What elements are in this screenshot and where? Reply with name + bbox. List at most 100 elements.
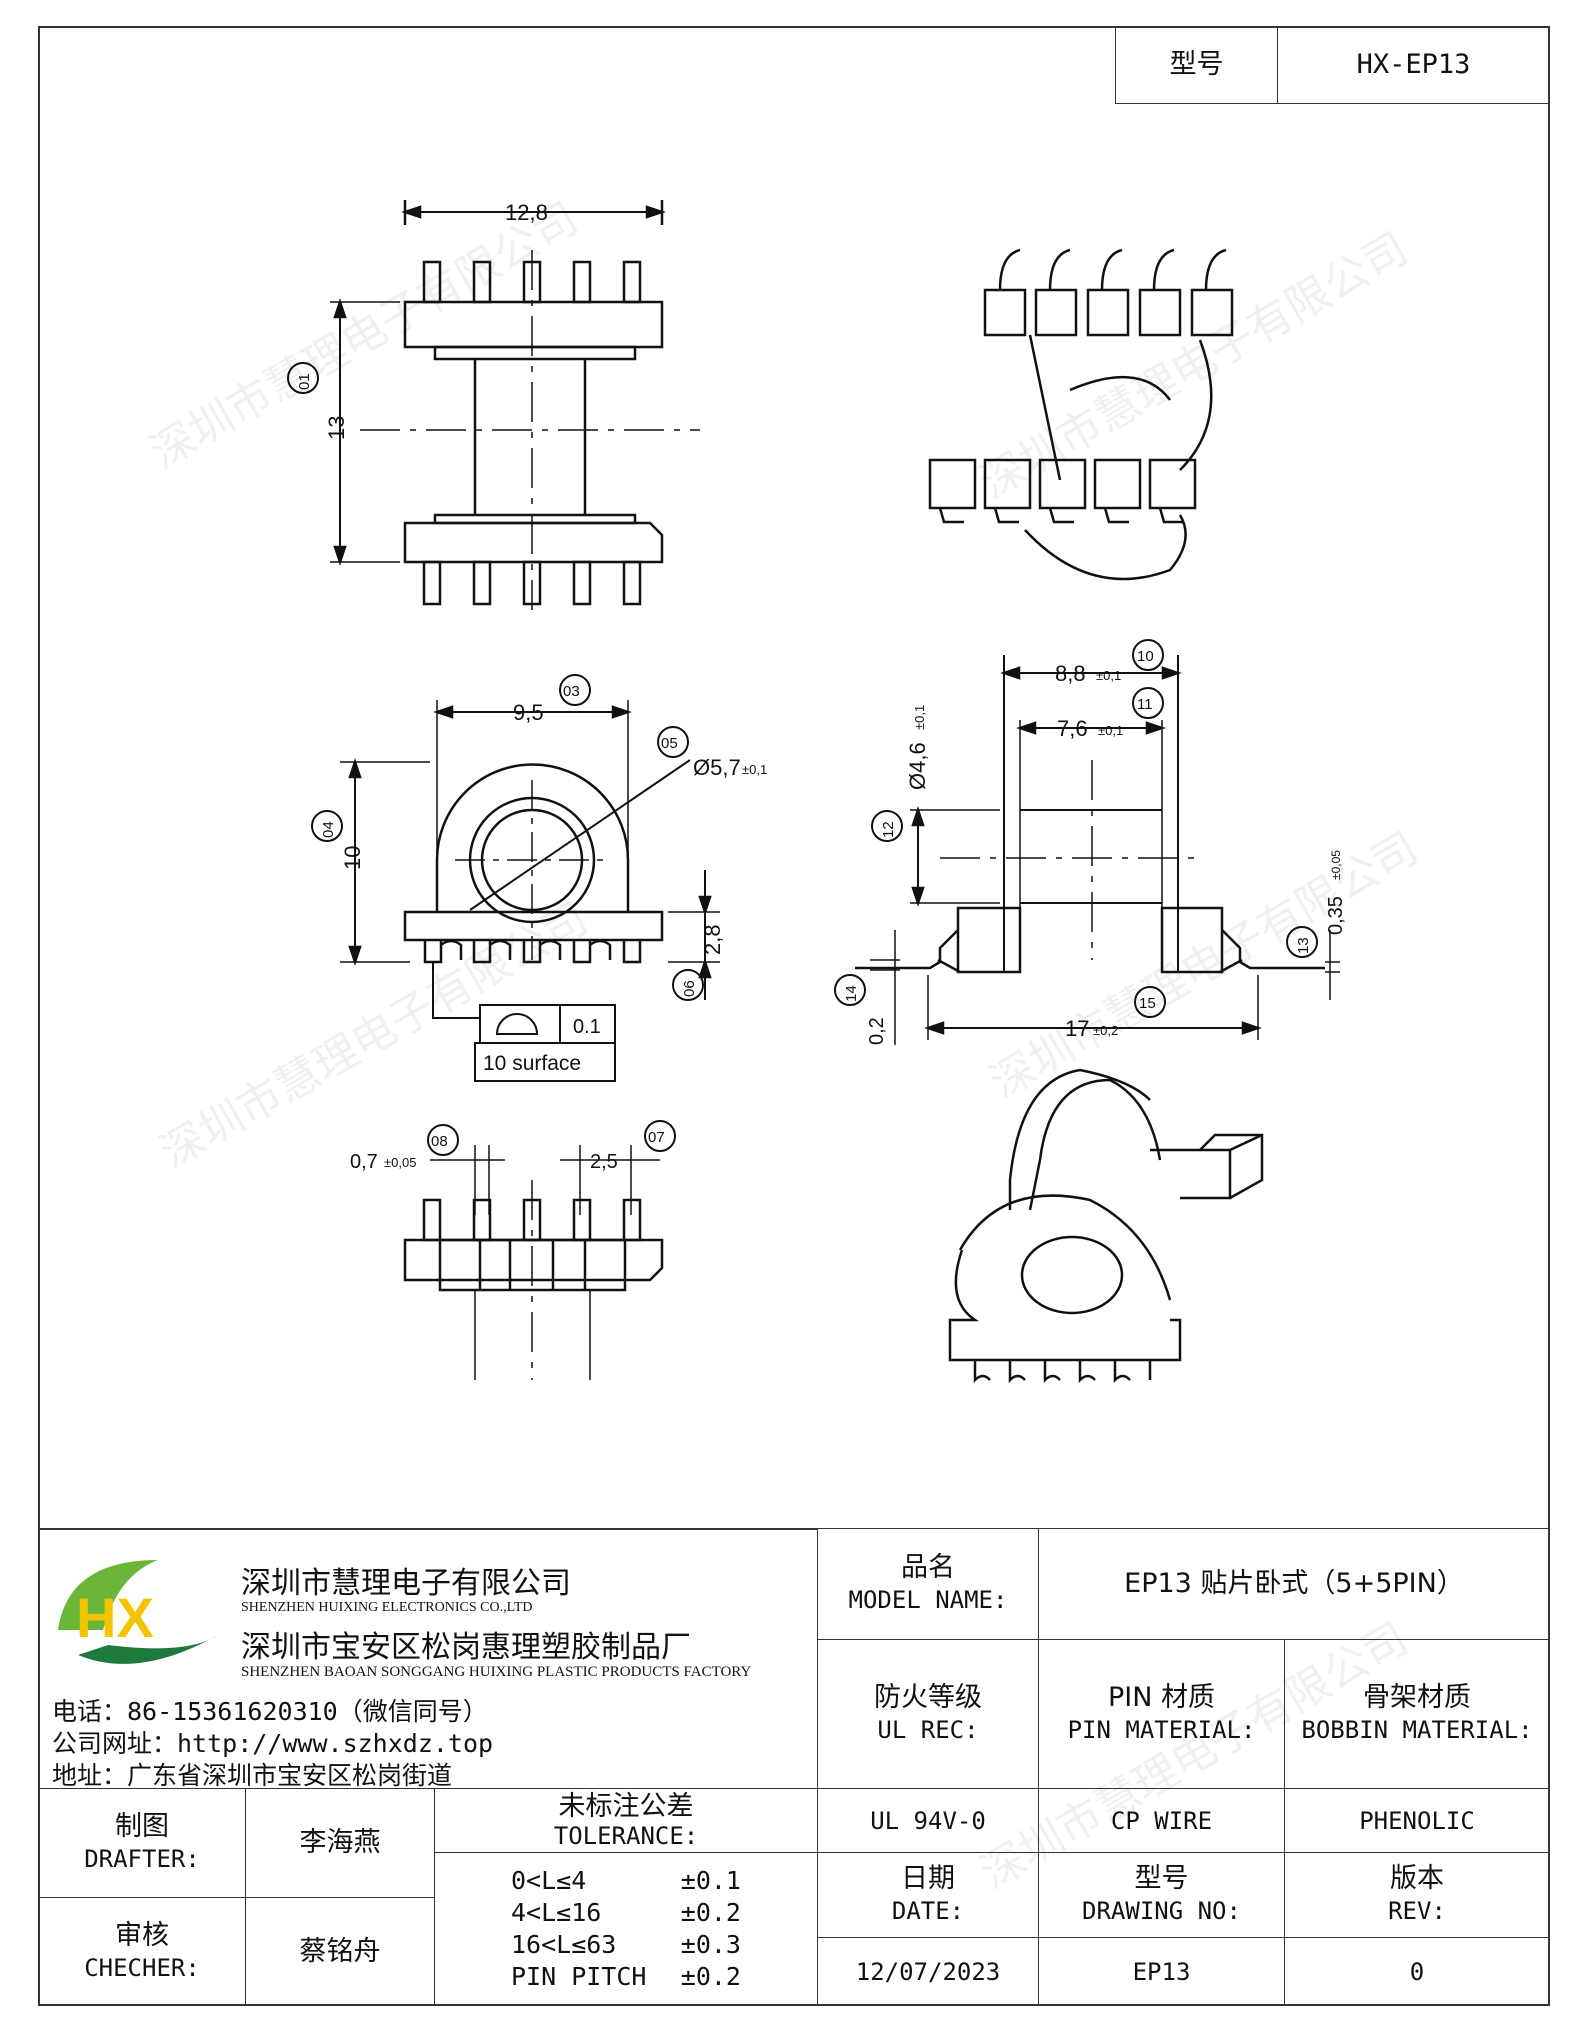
header-model-value-text: HX-EP13	[1356, 49, 1471, 80]
balloon-11: 11	[1137, 696, 1153, 713]
company-logo: HX	[58, 1560, 218, 1664]
checker-label-cn: 审核	[115, 1919, 169, 1951]
pin-material-value: CP WIRE	[1038, 1788, 1285, 1853]
tolerance-value: ±0.2	[680, 1962, 741, 1991]
dim-d4-6: Ø4,6	[905, 742, 930, 790]
flatness-surface: 10 surface	[483, 1052, 581, 1075]
model-name-value-text: EP13 贴片卧式（5+5PIN）	[1124, 1568, 1464, 1599]
company-name-en: SHENZHEN HUIXING ELECTRONICS CO.,LTD	[241, 1600, 533, 1615]
drawing-no-label-cn: 型号	[1134, 1863, 1189, 1894]
tolerance-label: 未标注公差 TOLERANCE:	[434, 1788, 818, 1853]
company-phone: 电话：86-15361620310（微信同号）	[52, 1697, 488, 1726]
tolerance-value: ±0.1	[680, 1866, 741, 1895]
model-name-label-en: MODEL NAME:	[848, 1586, 1008, 1614]
tolerance-range: 0<L≤4	[511, 1866, 587, 1895]
dim-17-tol: ±0,2	[1093, 1023, 1118, 1038]
date-label-en: DATE:	[891, 1897, 965, 1925]
header-model-label-text: 型号	[1169, 49, 1224, 80]
logo-text: HX	[76, 1586, 154, 1649]
pin-material-value-text: CP WIRE	[1110, 1806, 1213, 1835]
balloon-03: 03	[563, 683, 580, 700]
tolerance-range: 4<L≤16	[511, 1898, 602, 1927]
dim-d5-7-tol: ±0,1	[742, 762, 767, 777]
model-name-value: EP13 贴片卧式（5+5PIN）	[1038, 1528, 1550, 1640]
tolerance-line: PIN PITCH ±0.2	[511, 1961, 741, 1993]
tolerance-value: ±0.2	[680, 1898, 741, 1927]
dim-2-5: 2,5	[590, 1151, 618, 1173]
ul-label-en: UL REC:	[877, 1716, 979, 1744]
date-label: 日期 DATE:	[817, 1852, 1039, 1938]
side-view: 9,5 03 Ø5,7 ±0,1 05 10 04 2,8 06 0.1 10 …	[311, 674, 767, 1082]
ul-label: 防火等级 UL REC:	[817, 1639, 1039, 1789]
technical-drawing: 12,8 13 01 9,5 03	[287, 200, 1347, 1384]
drafter-value-text: 李海燕	[299, 1827, 381, 1858]
checker-label-en: CHECHER:	[84, 1953, 200, 1982]
dim-17: 17	[1065, 1016, 1089, 1041]
dim-d5-7: Ø5,7	[693, 755, 741, 780]
ul-value: UL 94V-0	[817, 1788, 1039, 1853]
ul-label-cn: 防火等级	[874, 1682, 982, 1713]
dim-7-6-tol: ±0,1	[1098, 723, 1123, 738]
tolerance-label-en: TOLERANCE:	[553, 1821, 699, 1850]
tolerance-line: 16<L≤63 ±0.3	[511, 1929, 741, 1961]
tolerance-range: 16<L≤63	[511, 1930, 617, 1959]
company-name-cn: 深圳市慧理电子有限公司	[241, 1566, 571, 1601]
date-label-cn: 日期	[901, 1863, 955, 1894]
company-website: 公司网址：http://www.szhxdz.top	[52, 1729, 494, 1758]
pin-material-label-en: PIN MATERIAL:	[1067, 1716, 1256, 1744]
tolerance-label-cn: 未标注公差	[558, 1790, 694, 1822]
dim-13: 13	[324, 416, 349, 440]
dim-7-6: 7,6	[1057, 716, 1088, 741]
pin-material-label-cn: PIN 材质	[1107, 1682, 1216, 1713]
balloon-15: 15	[1139, 995, 1156, 1012]
pin-material-label: PIN 材质 PIN MATERIAL:	[1038, 1639, 1285, 1789]
model-name-label-cn: 品名	[901, 1552, 955, 1583]
dim-0-7-tol: ±0,05	[384, 1155, 416, 1170]
header-model-value: HX-EP13	[1277, 26, 1550, 104]
dim-10: 10	[340, 846, 365, 870]
drafter-label-cn: 制图	[115, 1811, 169, 1842]
rev-label: 版本 REV:	[1284, 1852, 1550, 1938]
ul-value-text: UL 94V-0	[870, 1806, 986, 1835]
model-name-label: 品名 MODEL NAME:	[817, 1528, 1039, 1640]
drawing-no-value-text: EP13	[1132, 1957, 1191, 1986]
tolerance-values: 0<L≤4 ±0.1 4<L≤16 ±0.2 16<L≤63 ±0.3 PIN PIT…	[434, 1852, 818, 2006]
dim-d4-6-tol: ±0,1	[912, 705, 927, 730]
date-value: 12/07/2023	[817, 1937, 1039, 2006]
bobbin-material-value-text: PHENOLIC	[1359, 1806, 1475, 1835]
checker-label: 审核 CHECHER:	[38, 1897, 246, 2006]
balloon-04: 04	[320, 821, 337, 838]
balloon-14: 14	[843, 985, 860, 1002]
balloon-08: 08	[431, 1133, 448, 1150]
front-view: 12,8 13 01	[287, 200, 700, 610]
dim-0-2: 0,2	[866, 1017, 888, 1045]
factory-name-cn: 深圳市宝安区松岗惠理塑胶制品厂	[241, 1630, 691, 1665]
dim-0-7: 0,7	[350, 1151, 378, 1173]
rev-label-cn: 版本	[1390, 1863, 1444, 1894]
rev-value-text: 0	[1409, 1957, 1425, 1986]
drawing-no-label-en: DRAWING NO:	[1082, 1897, 1241, 1925]
drawing-no-value: EP13	[1038, 1937, 1285, 2006]
top-view: 8,8 ±0,1 10 7,6 ±0,1 11 Ø4,6 ±0,1 12 0,3…	[834, 639, 1347, 1045]
date-value-text: 12/07/2023	[855, 1957, 1001, 1986]
balloon-07: 07	[648, 1129, 665, 1146]
checker-value-text: 蔡铭舟	[299, 1935, 381, 1967]
dim-0-35-tol: ±0,05	[1329, 850, 1343, 880]
balloon-05: 05	[661, 735, 678, 752]
drawing-no-label: 型号 DRAWING NO:	[1038, 1852, 1285, 1938]
company-address: 地址：广东省深圳市宝安区松岗街道	[52, 1761, 453, 1790]
bottom-view: 0,7 ±0,05 08 2,5 07	[350, 1120, 676, 1380]
balloon-12: 12	[880, 821, 897, 838]
bobbin-material-value: PHENOLIC	[1284, 1788, 1550, 1853]
tolerance-range: PIN PITCH	[511, 1962, 647, 1991]
flatness-value: 0.1	[573, 1016, 601, 1038]
isometric-bottom-view	[948, 1068, 1264, 1384]
dim-9-5: 9,5	[513, 700, 544, 725]
rev-value: 0	[1284, 1937, 1550, 2006]
isometric-top-view	[928, 248, 1234, 581]
balloon-06: 06	[681, 980, 698, 997]
bobbin-material-label: 骨架材质 BOBBIN MATERIAL:	[1284, 1639, 1550, 1789]
tolerance-value: ±0.3	[680, 1930, 741, 1959]
company-block: HX 深圳市慧理电子有限公司 SHENZHEN HUIXING ELECTRON…	[38, 1528, 818, 1790]
factory-name-en: SHENZHEN BAOAN SONGGANG HUIXING PLASTIC …	[241, 1664, 752, 1680]
